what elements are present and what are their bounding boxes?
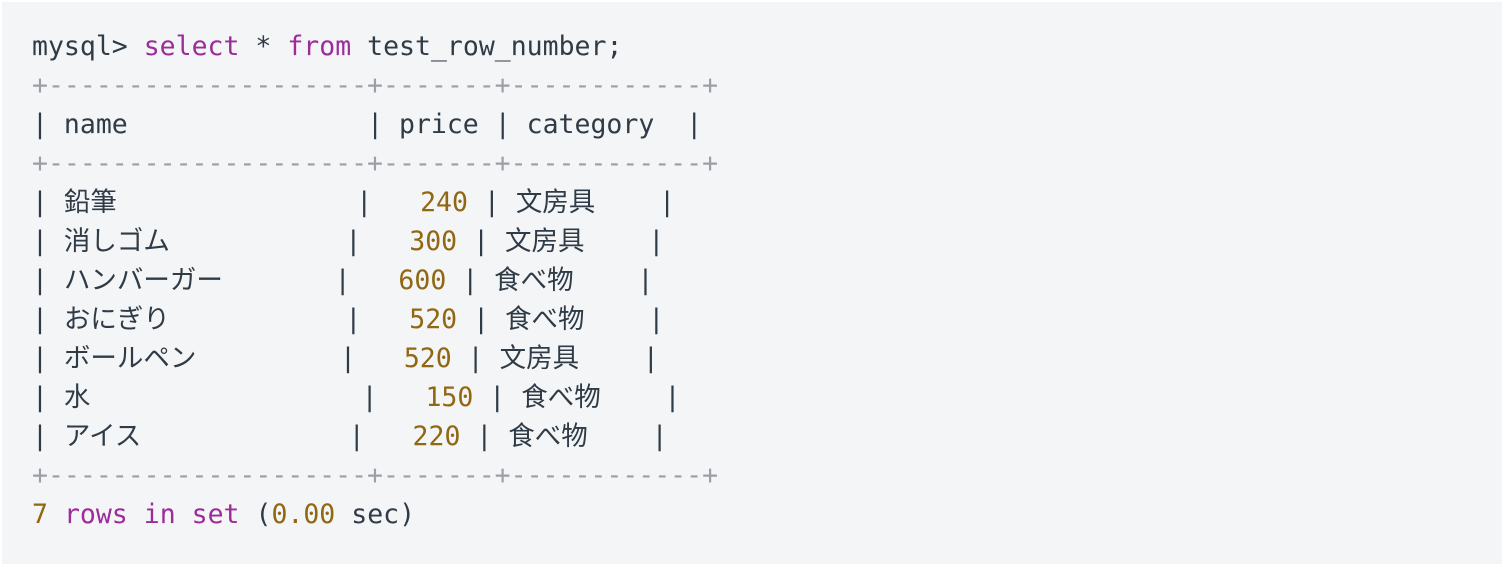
table-name: test_row_number; [367,31,623,62]
table-row: | 消しゴム | 300 | 文房具 | [32,226,665,257]
row-category: 文房具 [499,343,580,374]
row-category: 食べ物 [505,304,585,335]
keyword-in: in [143,499,176,530]
row-price: 520 [403,343,452,374]
keyword-set: set [191,499,240,530]
row-category: 文房具 [505,226,585,257]
row-price: 150 [425,382,474,413]
keyword-from: from [287,31,352,62]
row-count: 7 [32,499,48,530]
header-name: name [63,109,128,140]
mysql-prompt: mysql> [32,31,128,62]
table-separator-mid: +--------------------+-------+----------… [32,148,719,179]
row-category: 食べ物 [521,382,601,413]
header-category: category [526,109,655,140]
table-row: | ハンバーガー | 600 | 食べ物 | [32,265,654,296]
row-name: アイス [63,421,142,452]
table-row: | ボールペン | 520 | 文房具 | [32,343,659,374]
row-name: 水 [63,382,91,413]
elapsed-time: 0.00 [271,499,336,530]
row-price: 600 [398,265,447,296]
table-header-row: | name | price | category | [32,109,703,140]
row-category: 文房具 [515,187,596,218]
row-name: 鉛筆 [63,187,117,218]
table-separator-top: +--------------------+-------+----------… [32,70,719,101]
row-category: 食べ物 [494,265,574,296]
table-separator-bottom: +--------------------+-------+----------… [32,460,719,491]
keyword-select: select [143,31,240,62]
table-row: | 鉛筆 | 240 | 文房具 | [32,187,676,218]
row-price: 240 [420,187,468,218]
time-unit: sec) [351,499,416,530]
row-name: 消しゴム [63,226,170,257]
command-line: mysql> select * from test_row_number; [32,27,1502,66]
table-row: | 水 | 150 | 食べ物 | [32,382,681,413]
open-paren: ( [255,499,272,530]
row-category: 食べ物 [508,421,588,452]
row-name: ボールペン [63,343,197,374]
table-row: | おにぎり | 520 | 食べ物 | [32,304,665,335]
star-operator: * [255,31,272,62]
table-row: | アイス | 220 | 食べ物 | [32,421,668,452]
row-name: ハンバーガー [63,265,223,296]
header-price: price [398,109,479,140]
keyword-rows: rows [63,499,128,530]
row-price: 520 [409,304,458,335]
row-name: おにぎり [63,304,170,335]
row-price: 220 [412,421,461,452]
row-price: 300 [409,226,458,257]
result-summary: 7 rows in set (0.00 sec) [32,495,1502,534]
